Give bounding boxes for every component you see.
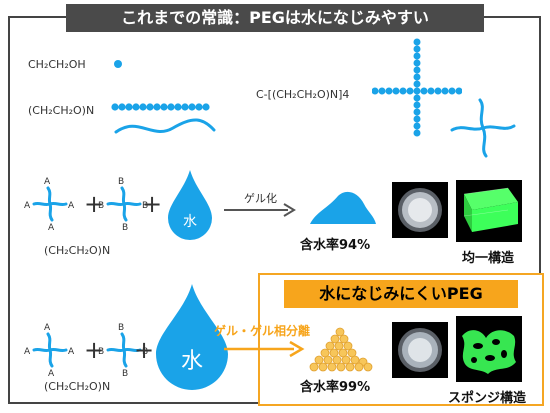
page-title: これまでの常識：PEGは水になじみやすい	[66, 4, 484, 32]
plus-sign: +	[84, 336, 105, 364]
large-water-drop-label: 水	[181, 349, 203, 374]
large-water-drop-icon: 水	[156, 284, 228, 390]
gelation-label: ゲル化	[244, 192, 277, 205]
star-peg-formula: C-[(CH₂CH₂O)N]4	[256, 88, 350, 101]
water-drop-label: 水	[183, 214, 197, 230]
sponge-network-icon	[462, 330, 516, 374]
ethanol-formula: CH₂CH₂OH	[28, 58, 86, 71]
uniform-gel-photo	[392, 182, 448, 238]
sponge-3d-image	[456, 316, 522, 382]
end-group-a: A	[48, 369, 55, 379]
sponge-gel-photo	[392, 322, 448, 378]
water-content-94: 含水率94%	[300, 238, 371, 253]
end-group-a: A	[68, 347, 75, 357]
tetra-peg-formula: (CH₂CH₂O)N	[44, 380, 111, 393]
end-group-b: B	[98, 347, 104, 357]
end-group-a: A	[24, 347, 31, 357]
tetra-peg-a-icon: A A A A	[24, 177, 75, 233]
end-group-b: B	[122, 223, 128, 233]
water-content-99: 含水率99%	[300, 380, 371, 395]
new-peg-title: 水になじみにくいPEG	[284, 280, 518, 308]
plus-sign: +	[134, 336, 155, 364]
end-group-a: A	[44, 177, 51, 187]
uniform-3d-image	[456, 180, 522, 242]
uniform-structure-label: 均一構造	[462, 251, 515, 266]
end-group-b: B	[98, 201, 104, 211]
star-peg-dots-icon	[372, 38, 462, 137]
end-group-b: B	[122, 369, 128, 379]
gelation-arrow-icon	[224, 203, 296, 217]
end-group-b: B	[142, 347, 148, 357]
end-group-a: A	[68, 201, 75, 211]
monomer-dot-icon	[114, 60, 122, 68]
phase-separation-label: ゲル・ゲル相分離	[214, 324, 311, 338]
end-group-a: A	[48, 223, 55, 233]
end-group-b: B	[118, 177, 124, 187]
tetra-peg-formula: (CH₂CH₂O)N	[44, 244, 111, 257]
linear-peg-chain-icon	[111, 103, 216, 134]
tetra-peg-b-icon: B B B B	[98, 177, 148, 233]
end-group-b: B	[118, 323, 124, 333]
water-drop-icon: 水	[168, 170, 212, 240]
plus-sign: +	[142, 190, 163, 218]
uniform-gel-icon	[310, 191, 376, 224]
end-group-a: A	[44, 323, 51, 333]
petri-dish-icon	[398, 328, 442, 372]
phase-separation-arrow-icon	[224, 340, 305, 358]
end-group-b: B	[142, 201, 148, 211]
end-group-a: A	[24, 201, 31, 211]
tetra-peg-a-icon: A A A A	[24, 323, 75, 379]
tetra-peg-b-icon: B B B B	[98, 323, 148, 379]
plus-sign: +	[84, 190, 105, 218]
linear-peg-formula: (CH₂CH₂O)N	[28, 104, 95, 117]
sponge-gel-icon	[309, 327, 373, 372]
petri-dish-icon	[398, 188, 442, 232]
star-peg-curly-icon	[450, 98, 516, 158]
sponge-structure-label: スポンジ構造	[448, 391, 527, 406]
uniform-cube-icon	[463, 187, 518, 232]
